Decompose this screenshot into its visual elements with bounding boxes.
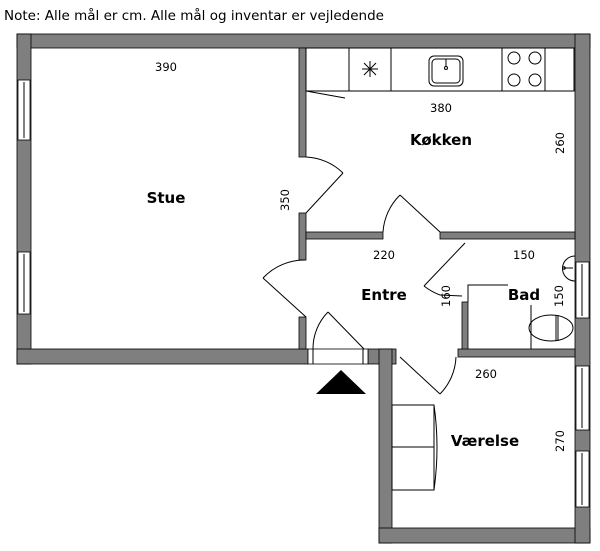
room-label-entre: Entre (361, 286, 407, 304)
door-vaerelse (399, 356, 457, 395)
wall-kitchen-bad (439, 231, 576, 240)
windows (17, 79, 590, 508)
doors (262, 156, 466, 395)
threshold (307, 348, 369, 365)
room-label-stue: Stue (147, 189, 186, 207)
dimension-kokken-width: 380 (430, 101, 452, 115)
entrance-arrow-icon (316, 370, 366, 394)
dimension-vaerelse-depth: 270 (553, 430, 567, 452)
fridge-icon (362, 61, 378, 77)
door-stue-kitchen (305, 156, 344, 214)
stove-icon (507, 51, 542, 87)
wall-top (16, 33, 591, 49)
walls (16, 33, 591, 544)
dimension-vaerelse-width: 260 (475, 367, 497, 381)
wall-stue-entre-lower (298, 316, 307, 350)
room-label-kokken: Køkken (410, 131, 472, 149)
entrance-door (307, 311, 369, 365)
door-kitchen-entre (382, 194, 441, 233)
door-bad (423, 242, 466, 297)
wall-kitchen-entre (305, 231, 384, 240)
dimension-stue-width: 390 (155, 60, 177, 74)
dimension-entre-width: 220 (373, 248, 395, 262)
wall-vaerelse-left (378, 348, 393, 544)
wall-bad-left (461, 301, 469, 357)
washbasin-icon (562, 255, 576, 282)
dimension-stue-depth: 350 (278, 189, 292, 211)
bed-icon (391, 404, 438, 491)
wall-vaerelse-bottom (378, 527, 591, 544)
room-label-vaerelse: Værelse (451, 432, 519, 450)
dimension-bad-depth: 150 (552, 285, 566, 307)
kitchen-counter (305, 47, 575, 99)
bathroom-fixtures (467, 255, 576, 349)
wall-bad-vaerelse (457, 348, 576, 358)
wall-bottom-stue (16, 348, 309, 365)
dimension-bad-width: 150 (513, 248, 535, 262)
dimension-kokken-depth: 260 (553, 132, 567, 154)
wall-stue-kitchen (298, 47, 307, 158)
room-label-bad: Bad (508, 286, 540, 304)
disclaimer-note: Note: Alle mål er cm. Alle mål og invent… (4, 8, 384, 24)
door-stue-entre (262, 259, 307, 318)
wall-stue-entre-upper (298, 212, 307, 261)
sink-icon (428, 55, 464, 87)
toilet-icon (528, 314, 574, 342)
dimension-entre-depth: 160 (439, 285, 453, 307)
